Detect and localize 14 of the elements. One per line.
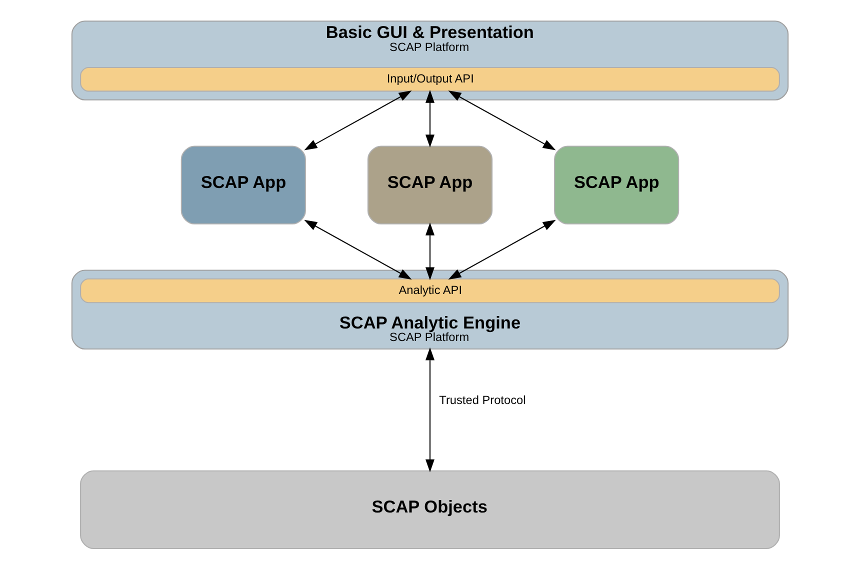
arrow xyxy=(424,90,434,148)
node-box: Input/Output API xyxy=(80,66,780,92)
arrow xyxy=(448,220,556,280)
arrow xyxy=(304,90,412,150)
node-box: SCAP App xyxy=(554,146,679,224)
arrow xyxy=(448,90,556,150)
arrow xyxy=(424,222,434,280)
node-box: SCAP App xyxy=(180,146,306,224)
node-box: SCAP Objects xyxy=(80,470,780,550)
arrow xyxy=(424,347,434,472)
node-box: Analytic API xyxy=(80,278,780,304)
node-box: SCAP App xyxy=(366,146,492,224)
edge-label: Trusted Protocol xyxy=(438,392,526,407)
arrow xyxy=(304,220,412,280)
